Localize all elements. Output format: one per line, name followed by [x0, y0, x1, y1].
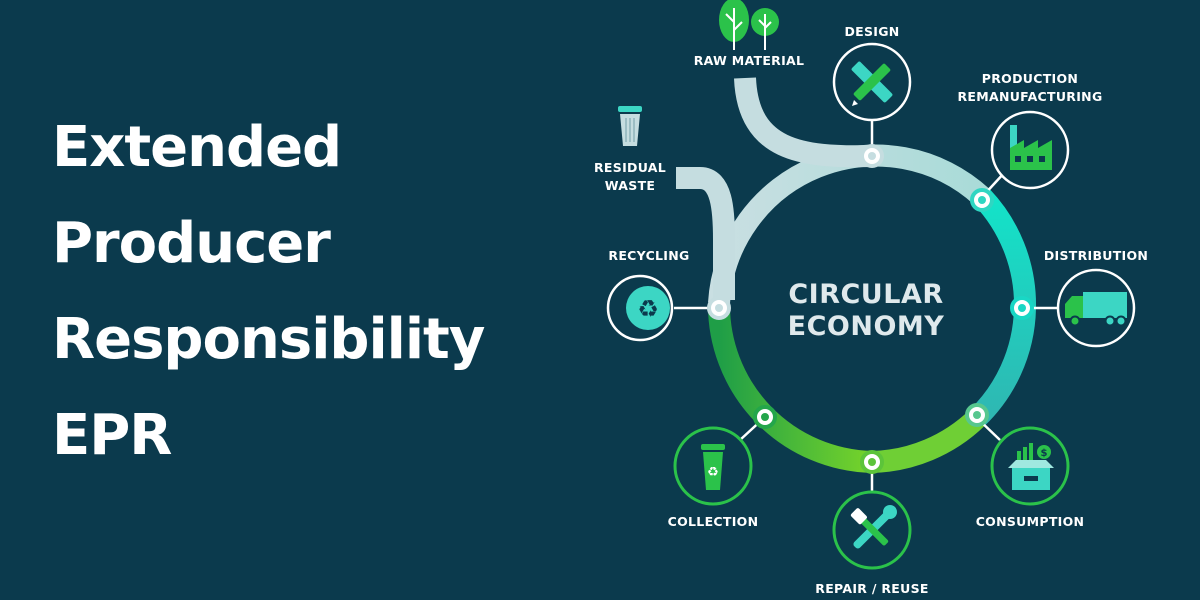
- label-residual-line-2: WASTE: [605, 178, 655, 193]
- label-production-line-2: REMANUFACTURING: [957, 89, 1102, 104]
- label-repair-reuse: REPAIR / REUSE: [815, 581, 928, 596]
- trash-can-icon: [618, 106, 642, 146]
- factory-icon: [990, 110, 1070, 190]
- heading-line-4: EPR: [52, 403, 172, 468]
- raw-material-feeder: [734, 77, 873, 168]
- ring-nodes: [707, 144, 1034, 474]
- label-distribution: DISTRIBUTION: [1044, 248, 1148, 263]
- label-recycling: RECYCLING: [608, 248, 689, 263]
- pencil-ruler-icon: [832, 42, 912, 122]
- svg-text:$: $: [1041, 448, 1048, 459]
- ring-arc-bottom-right: [871, 409, 985, 473]
- svg-text:♻: ♻: [707, 465, 719, 480]
- wrench-screwdriver-icon: [832, 490, 912, 570]
- truck-icon: [1056, 268, 1136, 348]
- residual-waste-branch: [676, 167, 735, 300]
- label-residual-line-1: RESIDUAL: [594, 160, 666, 175]
- heading-line-2: Producer: [52, 211, 331, 276]
- label-production-line-1: PRODUCTION: [982, 71, 1078, 86]
- label-design: DESIGN: [844, 24, 899, 39]
- recycle-bin-icon: ♻: [673, 426, 753, 506]
- label-raw-material: RAW MATERIAL: [694, 53, 805, 68]
- heading-line-3: Responsibility: [52, 307, 485, 372]
- svg-text:♻: ♻: [637, 295, 659, 323]
- heading: Extended Producer Responsibility EPR: [52, 100, 485, 484]
- recycle-arrows-icon: ♻: [606, 274, 674, 342]
- center-label-line-2: ECONOMY: [788, 311, 945, 342]
- heading-line-1: Extended: [52, 115, 342, 180]
- box-chart-icon: $: [990, 426, 1070, 506]
- center-label-line-1: CIRCULAR: [788, 279, 943, 310]
- trees-icon: [719, 0, 779, 50]
- label-consumption: CONSUMPTION: [976, 514, 1085, 529]
- label-collection: COLLECTION: [668, 514, 759, 529]
